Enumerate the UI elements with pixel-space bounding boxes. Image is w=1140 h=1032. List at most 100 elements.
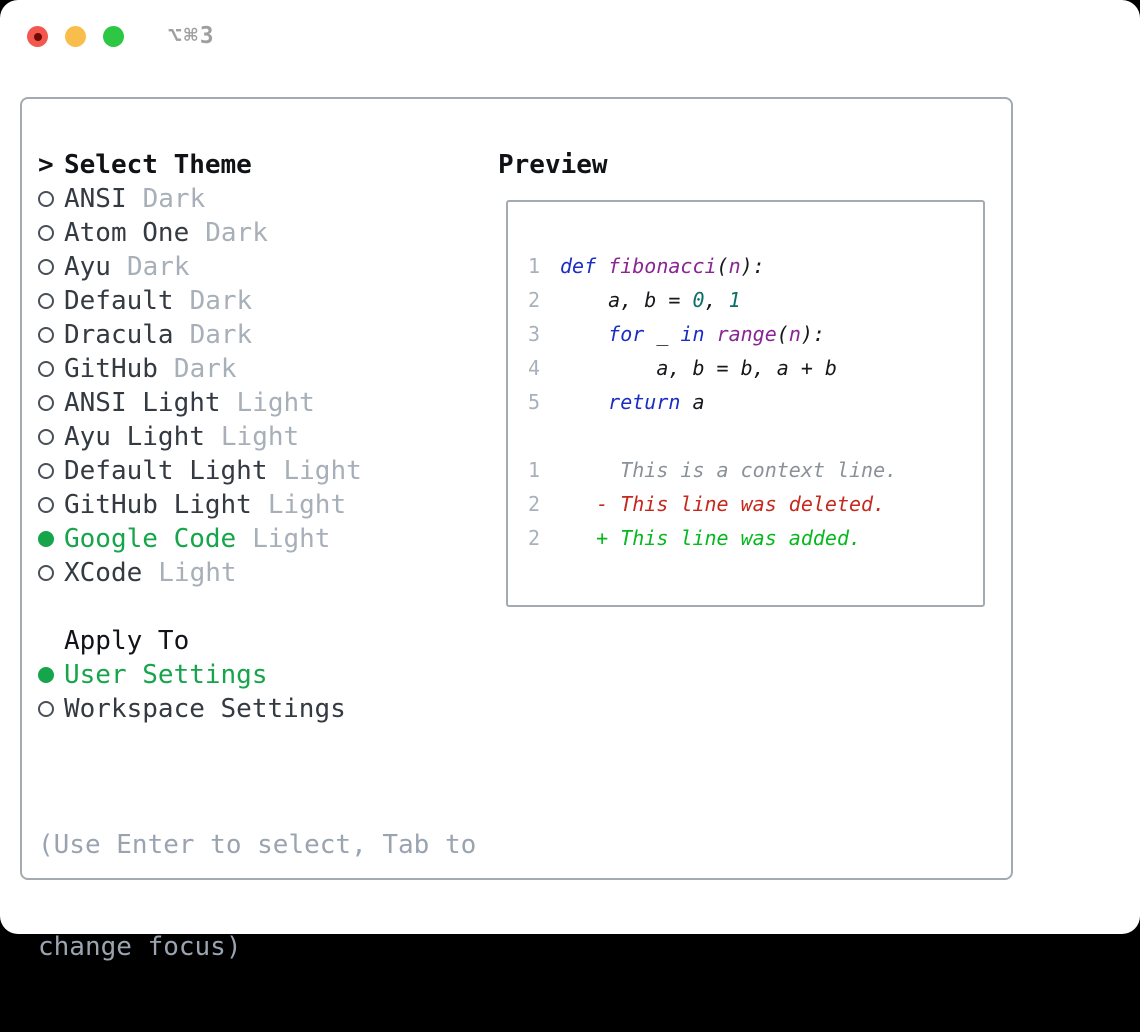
radio-cell (38, 497, 64, 513)
theme-option[interactable]: XCode Light (38, 556, 488, 590)
theme-variant-tag: Light (158, 558, 236, 588)
radio-unselected-icon (38, 701, 54, 717)
theme-variant-tag: Light (237, 388, 315, 418)
theme-name: Dracula (64, 320, 174, 350)
theme-name: Default Light (64, 456, 268, 486)
code-token: ( (777, 322, 789, 346)
code-token: a (680, 390, 704, 414)
theme-variant-tag: Dark (174, 354, 237, 384)
diff-text: + This line was added. (560, 526, 861, 550)
code-token: for (608, 322, 644, 346)
theme-option[interactable]: GitHub Dark (38, 352, 488, 386)
radio-unselected-icon (38, 293, 54, 309)
line-number: 3 (528, 322, 560, 346)
theme-variant-tag: Dark (143, 184, 206, 214)
theme-option[interactable]: Ayu Light Light (38, 420, 488, 454)
radio-unselected-icon (38, 565, 54, 581)
select-theme-header: > Select Theme (38, 148, 488, 182)
hint-text: (Use Enter to select, Tab to change focu… (38, 760, 488, 1032)
close-dot-icon (34, 33, 42, 41)
preview-title: Preview (498, 148, 608, 182)
line-number: 2 (528, 526, 560, 550)
window-shortcut-label: ⌥⌘3 (168, 23, 216, 49)
minimize-button[interactable] (65, 26, 86, 47)
line-number: 4 (528, 356, 560, 380)
apply-to-name: Workspace Settings (64, 694, 346, 724)
radio-unselected-icon (38, 259, 54, 275)
code-token: fibonacci (608, 254, 716, 278)
theme-name: Ayu (64, 252, 111, 282)
diff-line: 2 - This line was deleted. (528, 487, 897, 521)
code-text: return a (560, 390, 705, 414)
radio-unselected-icon (38, 395, 54, 411)
radio-selected-icon (38, 667, 54, 683)
apply-to-header: Apply To (38, 624, 488, 658)
line-number: 1 (528, 458, 560, 482)
theme-name: Default (64, 286, 174, 316)
code-text: def fibonacci(n): (560, 254, 765, 278)
theme-variant-tag: Dark (190, 286, 253, 316)
code-line: 4 a, b = b, a + b (528, 351, 897, 385)
code-token (560, 322, 608, 346)
theme-variant-tag: Dark (205, 218, 268, 248)
code-token: a, b = b, a + b (560, 356, 837, 380)
gap (38, 726, 488, 760)
hint-line-1: (Use Enter to select, Tab to (38, 828, 488, 862)
apply-to-option[interactable]: User Settings (38, 658, 488, 692)
maximize-button[interactable] (103, 26, 124, 47)
code-token: a, b = (560, 288, 692, 312)
code-token: range (717, 322, 777, 346)
diff-text: - This line was deleted. (560, 492, 885, 516)
code-token: return (608, 390, 680, 414)
theme-name: Ayu Light (64, 422, 205, 452)
code-token (596, 254, 608, 278)
radio-cell (38, 701, 64, 717)
diff-line: 2 + This line was added. (528, 521, 897, 555)
code-token: def (560, 254, 596, 278)
code-token: ( (717, 254, 729, 278)
radio-unselected-icon (38, 429, 54, 445)
theme-name: XCode (64, 558, 142, 588)
code-token: ): (741, 254, 765, 278)
code-token: in (680, 322, 704, 346)
code-token: n (789, 322, 801, 346)
code-token: ): (801, 322, 825, 346)
radio-selected-icon (38, 531, 54, 547)
apply-to-option[interactable]: Workspace Settings (38, 692, 488, 726)
theme-name: GitHub (64, 354, 158, 384)
close-button[interactable] (27, 26, 48, 47)
diff-line: 1 This is a context line. (528, 453, 897, 487)
radio-unselected-icon (38, 191, 54, 207)
code-text: for _ in range(n): (560, 322, 825, 346)
theme-variant-tag: Light (221, 422, 299, 452)
prompt-icon: > (38, 150, 64, 180)
radio-unselected-icon (38, 497, 54, 513)
radio-cell (38, 259, 64, 275)
gap (528, 419, 897, 453)
theme-variant-tag: Light (252, 524, 330, 554)
radio-cell (38, 429, 64, 445)
theme-variant-tag: Light (268, 490, 346, 520)
apply-to-name: User Settings (64, 660, 268, 690)
theme-option[interactable]: Default Dark (38, 284, 488, 318)
radio-unselected-icon (38, 463, 54, 479)
radio-cell (38, 463, 64, 479)
radio-unselected-icon (38, 225, 54, 241)
radio-cell (38, 565, 64, 581)
hint-line-2: change focus) (38, 930, 488, 964)
code-line: 3 for _ in range(n): (528, 317, 897, 351)
